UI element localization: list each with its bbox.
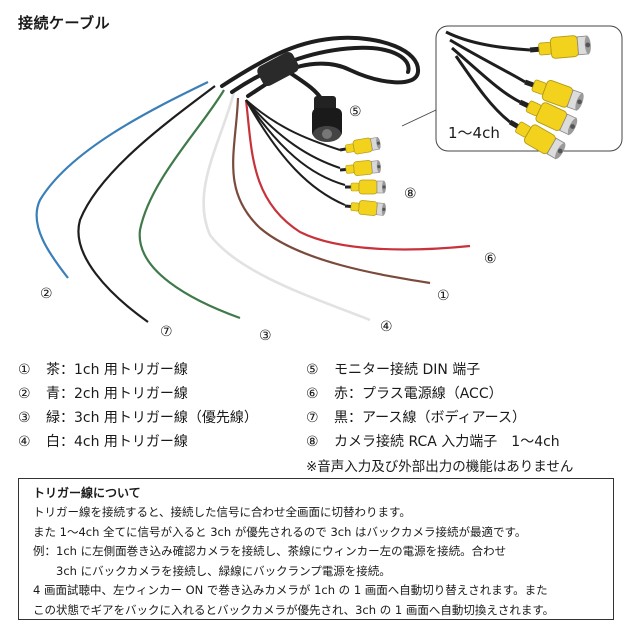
info-line: この状態でギアをバックに入れるとバックカメラが優先され、3ch の 1 画面へ自… bbox=[33, 602, 555, 617]
junction-block bbox=[257, 52, 299, 86]
din-connector-icon bbox=[312, 96, 342, 142]
cable-diagram: 1～4ch ② ⑦ ③ ④ ① ⑥ ⑤ ⑧ bbox=[35, 25, 623, 344]
callout-5: ⑤ bbox=[349, 104, 362, 120]
page-title: 接続ケーブル bbox=[18, 14, 111, 32]
main-cable bbox=[220, 35, 420, 102]
info-line: また 1～4ch 全てに信号が入ると 3ch が優先されるので 3ch はバック… bbox=[33, 524, 527, 539]
wire-blue bbox=[35, 81, 209, 279]
callout-8: ⑧ bbox=[404, 186, 417, 202]
info-line: 4 画面試聴中、左ウィンカー ON で巻き込みカメラが 1ch の 1 画面へ自… bbox=[33, 583, 548, 597]
callout-4: ④ bbox=[380, 319, 393, 335]
trigger-info-box: トリガー線について トリガー線を接続すると、接続した信号に合わせ全画面に切替わり… bbox=[18, 478, 614, 620]
callout-6: ⑥ bbox=[484, 251, 497, 267]
wire-brown bbox=[232, 97, 431, 285]
callout-7: ⑦ bbox=[160, 324, 173, 340]
inset-label: 1～4ch bbox=[448, 124, 500, 142]
info-line: 例：1ch に左側面巻き込み確認カメラを接続し、茶線にウィンカー左の電源を接続。… bbox=[33, 544, 507, 558]
audio-note: ※音声入力及び外部出力の機能はありません bbox=[306, 459, 574, 475]
info-line: 3ch にバックカメラを接続し、緑線にバックランプ電源を接続。 bbox=[33, 563, 391, 578]
inset-panel: 1～4ch bbox=[435, 25, 623, 163]
wire-black bbox=[77, 85, 216, 323]
info-line: トリガー線を接続すると、接続した信号に合わせ全画面に切替わります。 bbox=[33, 505, 411, 519]
callout-1: ① bbox=[437, 288, 450, 304]
wire-white bbox=[202, 91, 371, 322]
wire-green bbox=[138, 89, 241, 320]
inset-pointer bbox=[401, 109, 437, 127]
callout-2: ② bbox=[40, 286, 53, 302]
info-title: トリガー線について bbox=[33, 486, 141, 500]
rca-connector-icon bbox=[338, 135, 387, 218]
wire-red bbox=[244, 99, 471, 251]
callout-3: ③ bbox=[259, 328, 272, 344]
rca-bundle-wires bbox=[245, 99, 346, 206]
